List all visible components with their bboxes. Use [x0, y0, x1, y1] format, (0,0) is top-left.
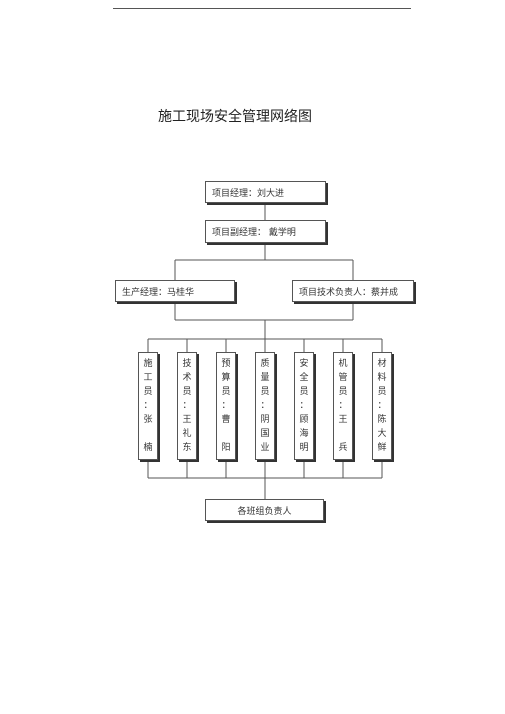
staff-char: 质	[260, 359, 270, 369]
staff-char: 员	[260, 387, 270, 397]
staff-char: 陈	[377, 415, 387, 425]
production-manager-box: 生产经理：马桂华	[115, 280, 235, 302]
staff-char: 明	[299, 443, 309, 453]
staff-char: 材	[377, 359, 387, 369]
staff-char: 员	[338, 387, 348, 397]
staff-char: ：	[338, 401, 348, 411]
staff-char: 员	[182, 387, 192, 397]
staff-char	[334, 427, 352, 441]
staff-char: 王	[182, 415, 192, 425]
header-rule	[113, 8, 411, 9]
staff-char: 安	[299, 359, 309, 369]
staff-char: 国	[260, 429, 270, 439]
staff-char: 曹	[221, 415, 231, 425]
staff-char: 东	[182, 443, 192, 453]
staff-char: 预	[221, 359, 231, 369]
staff-char: 阴	[260, 415, 270, 425]
staff-char: 技	[182, 359, 192, 369]
staff-char: ：	[143, 401, 153, 411]
staff-box-quality: 质量员 ： 阴国业	[255, 352, 275, 460]
staff-char: 算	[221, 373, 231, 383]
staff-char: 管	[338, 373, 348, 383]
team-leaders-box: 各班组负责人	[205, 499, 324, 521]
staff-char: 施	[143, 359, 153, 369]
staff-char: 员	[221, 387, 231, 397]
technical-lead-box: 项目技术负责人：蔡并成	[292, 280, 414, 302]
diagram-title: 施工现场安全管理网络图	[158, 109, 312, 125]
staff-char: 员	[143, 387, 153, 397]
staff-char: 礼	[182, 429, 192, 439]
staff-char: 员	[299, 387, 309, 397]
staff-char: ：	[182, 401, 192, 411]
staff-box-safety: 安全员 ： 顾海明	[294, 352, 314, 460]
staff-char	[139, 427, 157, 441]
staff-char: ：	[377, 401, 387, 411]
staff-box-construction: 施工员 ： 张 楠	[138, 352, 158, 460]
staff-box-technical: 技术员 ： 王礼东	[177, 352, 197, 460]
staff-char: 张	[143, 415, 153, 425]
staff-char: 王	[338, 415, 348, 425]
staff-char: 鲜	[377, 443, 387, 453]
staff-char: 工	[143, 373, 153, 383]
staff-char	[217, 427, 235, 441]
staff-char: 大	[377, 429, 387, 439]
staff-char: 海	[299, 429, 309, 439]
staff-box-materials: 材料员 ： 陈大鲜	[372, 352, 392, 460]
staff-char: 顾	[299, 415, 309, 425]
staff-char: 兵	[338, 443, 348, 453]
staff-char: ：	[260, 401, 270, 411]
staff-char: 机	[338, 359, 348, 369]
staff-char: 员	[377, 387, 387, 397]
staff-char: 楠	[143, 443, 153, 453]
staff-char: 业	[260, 443, 270, 453]
staff-char: ：	[221, 401, 231, 411]
staff-char: 阳	[221, 443, 231, 453]
staff-char: 量	[260, 373, 270, 383]
staff-char: 全	[299, 373, 309, 383]
staff-box-budget: 预算员 ： 曹 阳	[216, 352, 236, 460]
deputy-manager-box: 项目副经理： 戴学明	[205, 220, 326, 243]
staff-char: 术	[182, 373, 192, 383]
staff-char: ：	[299, 401, 309, 411]
project-manager-box: 项目经理：刘大进	[205, 181, 326, 203]
staff-char: 料	[377, 373, 387, 383]
staff-box-machinery: 机管员 ： 王 兵	[333, 352, 353, 460]
